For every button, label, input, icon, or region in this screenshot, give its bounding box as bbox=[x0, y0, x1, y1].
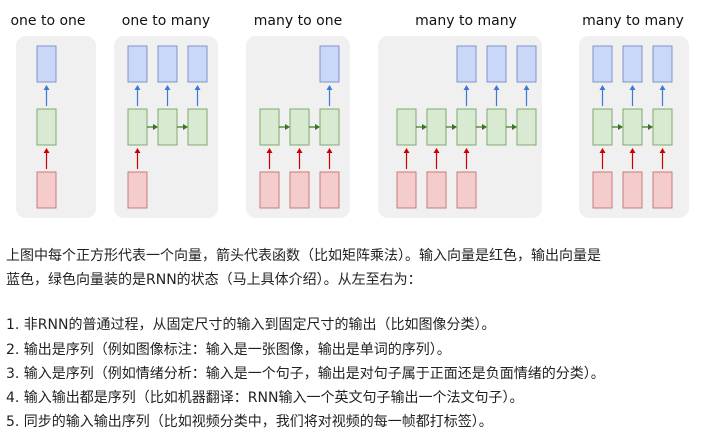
input-vector-box bbox=[426, 171, 447, 209]
output-arrow-head bbox=[43, 85, 50, 90]
rnn-diagrams: one to one one to many many to one many to … bbox=[10, 13, 689, 218]
hidden-state-box bbox=[396, 108, 417, 146]
output-vector-box bbox=[319, 45, 340, 83]
hidden-state-box bbox=[259, 108, 280, 146]
output-arrow-head bbox=[134, 85, 141, 90]
recurrent-arrow-head bbox=[183, 124, 188, 130]
diagram-title: one to many bbox=[122, 13, 210, 29]
diagram-title: many to many bbox=[582, 13, 684, 29]
description-line-2: 蓝色，绿色向量装的是RNN的状态（马上具体介绍）。从左至右为： bbox=[6, 272, 422, 288]
hidden-state-box bbox=[127, 108, 148, 146]
diagram-title: many to many bbox=[415, 13, 517, 29]
list-item-3: 3. 输入是序列（例如情绪分析：输入是一个句子，输出是对句子属于正面还是负面情绪… bbox=[6, 366, 605, 382]
output-arrow-head bbox=[164, 85, 171, 90]
input-arrow-head bbox=[463, 148, 470, 153]
output-arrow-head bbox=[493, 85, 500, 90]
input-vector-box bbox=[319, 171, 340, 209]
diagram-title: many to one bbox=[254, 13, 342, 29]
output-vector-box bbox=[622, 45, 643, 83]
input-arrow-head bbox=[296, 148, 303, 153]
hidden-state-box bbox=[516, 108, 537, 146]
output-vector-box bbox=[157, 45, 178, 83]
output-arrow-head bbox=[523, 85, 530, 90]
input-arrow-head bbox=[403, 148, 410, 153]
hidden-state-box bbox=[289, 108, 310, 146]
input-arrow-head bbox=[134, 148, 141, 153]
recurrent-arrow-head bbox=[285, 124, 290, 130]
input-vector-box bbox=[259, 171, 280, 209]
hidden-state-box bbox=[36, 108, 57, 146]
hidden-state-box bbox=[486, 108, 507, 146]
recurrent-arrow-head bbox=[422, 124, 427, 130]
input-arrow-head bbox=[659, 148, 666, 153]
diagram-title: one to one bbox=[10, 13, 85, 29]
input-vector-box bbox=[289, 171, 310, 209]
recurrent-arrow-head bbox=[648, 124, 653, 130]
hidden-state-box bbox=[456, 108, 477, 146]
recurrent-arrow-head bbox=[512, 124, 517, 130]
recurrent-arrow-head bbox=[618, 124, 623, 130]
input-vector-box bbox=[652, 171, 673, 209]
input-arrow-head bbox=[629, 148, 636, 153]
input-arrow-head bbox=[43, 148, 50, 153]
output-arrow-head bbox=[659, 85, 666, 90]
input-vector-box bbox=[592, 171, 613, 209]
hidden-state-box bbox=[157, 108, 178, 146]
output-vector-box bbox=[592, 45, 613, 83]
hidden-state-box bbox=[426, 108, 447, 146]
list-item-1: 1. 非RNN的普通过程，从固定尺寸的输入到固定尺寸的输出（比如图像分类）。 bbox=[6, 317, 496, 333]
recurrent-arrow-head bbox=[482, 124, 487, 130]
input-vector-box bbox=[127, 171, 148, 209]
input-arrow-head bbox=[599, 148, 606, 153]
output-vector-box bbox=[36, 45, 57, 83]
input-arrow-head bbox=[326, 148, 333, 153]
recurrent-arrow-head bbox=[315, 124, 320, 130]
hidden-state-box bbox=[622, 108, 643, 146]
input-vector-box bbox=[36, 171, 57, 209]
hidden-state-box bbox=[652, 108, 673, 146]
input-vector-box bbox=[396, 171, 417, 209]
hidden-state-box bbox=[187, 108, 208, 146]
input-vector-box bbox=[622, 171, 643, 209]
input-vector-box bbox=[456, 171, 477, 209]
output-vector-box bbox=[652, 45, 673, 83]
input-arrow-head bbox=[266, 148, 273, 153]
output-arrow-head bbox=[463, 85, 470, 90]
hidden-state-box bbox=[319, 108, 340, 146]
output-vector-box bbox=[456, 45, 477, 83]
output-vector-box bbox=[486, 45, 507, 83]
description-line-1: 上图中每个正方形代表一个向量，箭头代表函数（比如矩阵乘法）。输入向量是红色，输出… bbox=[6, 248, 601, 264]
input-arrow-head bbox=[433, 148, 440, 153]
list-item-2: 2. 输出是序列（例如图像标注：输入是一张图像，输出是单词的序列）。 bbox=[6, 342, 451, 358]
output-vector-box bbox=[187, 45, 208, 83]
recurrent-arrow-head bbox=[153, 124, 158, 130]
output-arrow-head bbox=[599, 85, 606, 90]
hidden-state-box bbox=[592, 108, 613, 146]
output-vector-box bbox=[516, 45, 537, 83]
output-arrow-head bbox=[326, 85, 333, 90]
list-item-5: 5. 同步的输入输出序列（比如视频分类中，我们将对视频的每一帧都打标签）。 bbox=[6, 414, 493, 430]
recurrent-arrow-head bbox=[452, 124, 457, 130]
output-vector-box bbox=[127, 45, 148, 83]
list-item-4: 4. 输入输出都是序列（比如机器翻译：RNN输入一个英文句子输出一个法文句子）。 bbox=[6, 390, 524, 406]
output-arrow-head bbox=[194, 85, 201, 90]
output-arrow-head bbox=[629, 85, 636, 90]
